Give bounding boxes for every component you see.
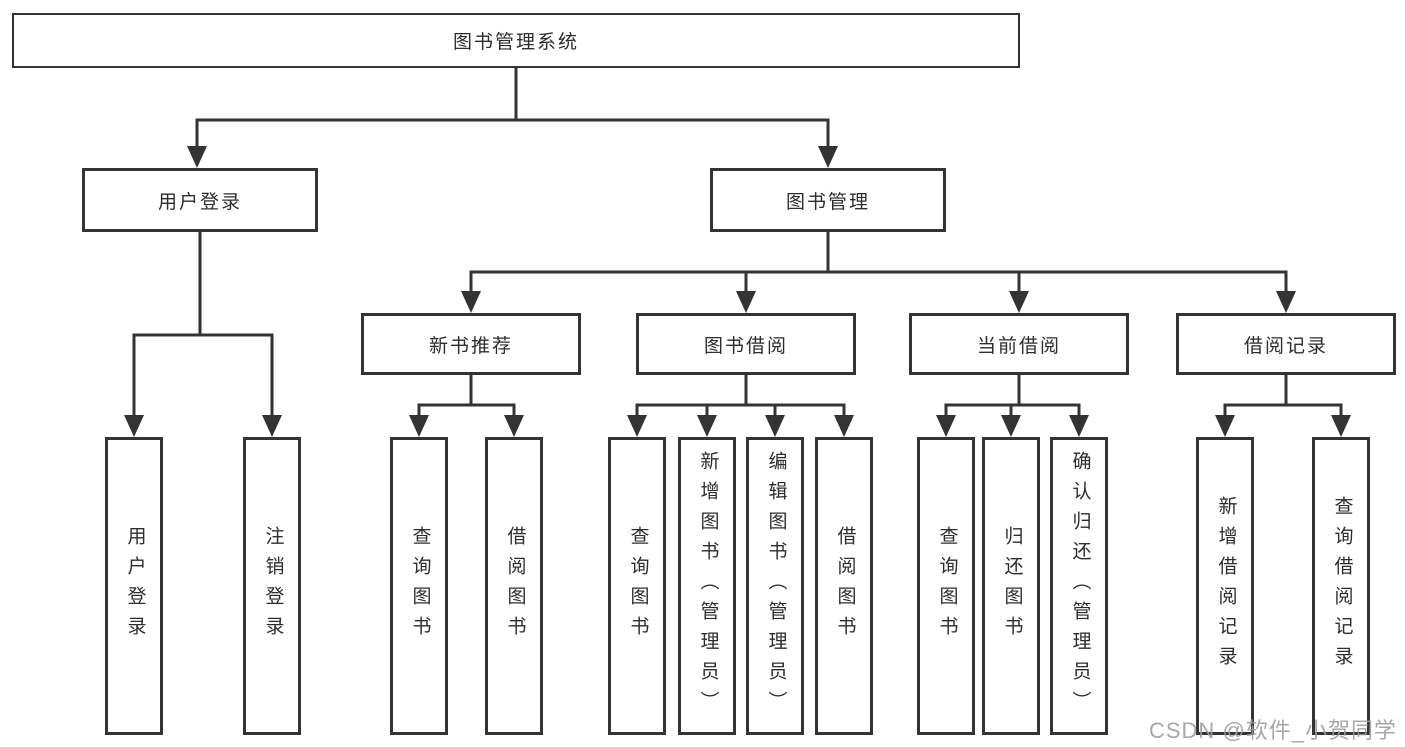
leaf-user-login-label: 用户登录 [124,526,146,646]
node-book-management-label: 图书管理 [785,191,870,213]
leaf-logout-label: 注销登录 [262,526,284,646]
node-book-borrowing-label: 图书借阅 [703,335,788,357]
node-borrowing-records: 借阅记录 [1176,313,1396,375]
leaf-current-query-books-label: 查询图书 [936,526,958,646]
leaf-borrowing-edit-books-label: 编辑图书（管理员） [765,451,787,721]
leaf-current-confirm-return: 确认归还（管理员） [1050,437,1108,735]
leaf-current-return-books: 归还图书 [982,437,1040,735]
node-book-management: 图书管理 [710,168,946,232]
leaf-recommend-query-books: 查询图书 [390,437,448,735]
node-root: 图书管理系统 [12,13,1020,68]
leaf-user-login: 用户登录 [105,437,163,735]
leaf-recommend-borrow-books-label: 借阅图书 [504,526,526,646]
node-new-book-recommend-label: 新书推荐 [428,335,513,357]
leaf-borrowing-borrow-books: 借阅图书 [815,437,873,735]
node-current-borrowing-label: 当前借阅 [976,335,1061,357]
leaf-current-return-books-label: 归还图书 [1001,526,1023,646]
node-user-login: 用户登录 [82,168,318,232]
node-current-borrowing: 当前借阅 [909,313,1129,375]
leaf-records-add-record: 新增借阅记录 [1196,437,1254,735]
leaf-recommend-borrow-books: 借阅图书 [485,437,543,735]
leaf-borrowing-query-books: 查询图书 [608,437,666,735]
csdn-watermark: CSDN @软件_小贺同学 [1148,718,1397,743]
leaf-borrowing-add-books-label: 新增图书（管理员） [697,451,719,721]
leaf-borrowing-edit-books: 编辑图书（管理员） [746,437,804,735]
node-book-borrowing: 图书借阅 [636,313,856,375]
leaf-current-confirm-return-label: 确认归还（管理员） [1069,451,1091,721]
node-user-login-label: 用户登录 [157,191,242,213]
leaf-borrowing-add-books: 新增图书（管理员） [678,437,736,735]
node-borrowing-records-label: 借阅记录 [1243,335,1328,357]
leaf-records-add-record-label: 新增借阅记录 [1215,496,1237,676]
leaf-logout: 注销登录 [243,437,301,735]
node-root-label: 图书管理系统 [452,32,579,53]
node-new-book-recommend: 新书推荐 [361,313,581,375]
leaf-borrowing-borrow-books-label: 借阅图书 [834,526,856,646]
leaf-records-query-record: 查询借阅记录 [1312,437,1370,735]
leaf-recommend-query-books-label: 查询图书 [409,526,431,646]
leaf-current-query-books: 查询图书 [917,437,975,735]
leaf-records-query-record-label: 查询借阅记录 [1331,496,1353,676]
leaf-borrowing-query-books-label: 查询图书 [627,526,649,646]
